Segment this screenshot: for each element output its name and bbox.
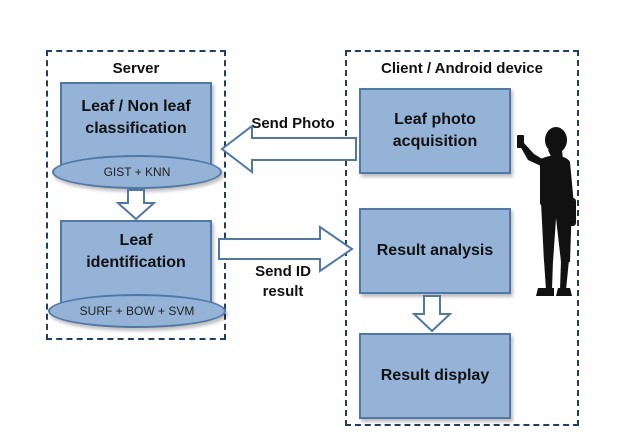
server-down-arrow	[115, 189, 157, 221]
identification-box: Leaf identification	[60, 220, 212, 310]
client-title: Client / Android device	[381, 60, 543, 77]
client-panel	[345, 50, 579, 426]
classification-box: Leaf / Non leaf classification	[60, 82, 212, 172]
send-photo-label: Send Photo	[251, 115, 335, 132]
send-photo-arrow	[220, 123, 357, 175]
identification-label: Leaf identification	[86, 232, 186, 271]
send-id-arrow	[218, 225, 354, 273]
send-id-label: Send ID result	[255, 263, 311, 301]
server-title: Server	[112, 60, 160, 77]
classification-label: Leaf / Non leaf classification	[81, 98, 191, 137]
identification-method: SURF + BOW + SVM	[48, 294, 226, 328]
classification-method: GIST + KNN	[52, 155, 222, 189]
display-label: Result display	[380, 367, 490, 385]
client-down-arrow	[411, 295, 453, 333]
server-panel	[46, 50, 226, 340]
analysis-label: Result analysis	[376, 242, 494, 260]
acquisition-label: Leaf photo acquisition	[392, 111, 478, 150]
acquisition-box: Leaf photo acquisition	[359, 88, 511, 174]
display-box: Result display	[359, 333, 511, 419]
analysis-box: Result analysis	[359, 208, 511, 294]
person-silhouette-icon	[517, 127, 576, 296]
